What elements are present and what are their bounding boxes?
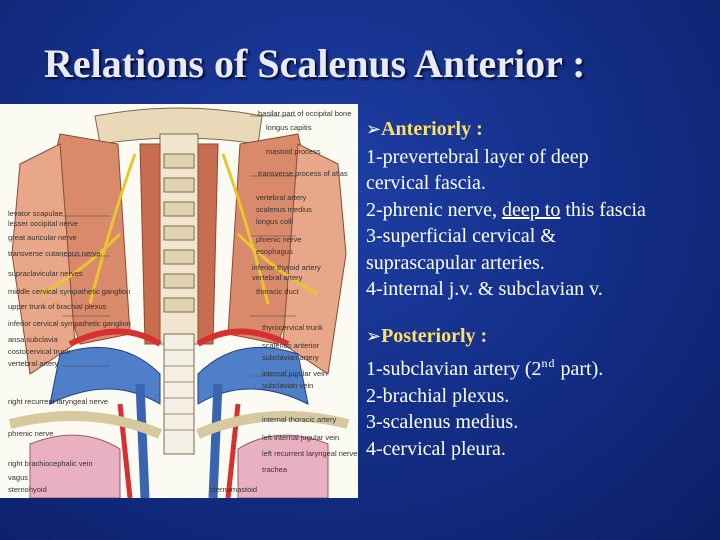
anteriorly-heading: ➢Anteriorly :	[366, 116, 716, 144]
figure-label: lesser occipital nerve	[8, 219, 78, 228]
figure-label: transverse cutaneous nerve	[8, 249, 101, 258]
figure-label: levator scapulae	[8, 209, 63, 218]
figure-label: subclavian vein	[262, 381, 313, 390]
anteriorly-line-1: 1-prevertebral layer of deep	[366, 145, 589, 168]
anteriorly-line-6: 4-internal j.v. & subclavian v.	[366, 278, 603, 300]
figure-label: vertebral artery	[8, 359, 59, 368]
figure-label: right recurrent laryngeal nerve	[8, 397, 108, 406]
figure-label: phrenic nerve	[8, 429, 53, 438]
figure-label: trachea	[262, 465, 288, 474]
posteriorly-line-4: 4-cervical pleura.	[366, 437, 506, 460]
figure-label: scalenus medius	[256, 205, 312, 214]
figure-label: vertebral artery	[256, 193, 307, 202]
figure-label: subclavian artery	[262, 353, 319, 362]
anteriorly-line-5: suprascapular arteries.	[366, 251, 545, 274]
posteriorly-line-3: 3-scalenus medius.	[366, 411, 519, 433]
figure-label: ansa subclavia	[8, 335, 58, 344]
figure-label: longus capitis	[266, 123, 312, 132]
figure-label: longus colli	[256, 217, 293, 226]
figure-label: internal thoracic artery	[262, 415, 336, 424]
figure-label: middle cervical sympathetic ganglion	[8, 287, 130, 296]
figure-label: scalenus anterior	[262, 341, 320, 350]
anatomy-drawing: levator scapulae lesser occipital nerve …	[8, 107, 357, 498]
figure-label: inferior cervical sympathetic ganglion	[8, 319, 131, 328]
anteriorly-line-2: cervical fascia.	[366, 172, 486, 194]
figure-label: vertebral artery	[252, 273, 303, 282]
figure-label: right brachiocephalic vein	[8, 459, 93, 468]
figure-label: inferior thyroid artery	[252, 263, 321, 272]
posteriorly-line-1: 1-subclavian artery (2nd part).	[366, 356, 604, 380]
figure-label: thyrocervical trunk	[262, 323, 323, 332]
anatomy-illustration: levator scapulae lesser occipital nerve …	[0, 104, 358, 498]
figure-label: great auricular nerve	[8, 233, 77, 242]
slide-title: Relations of Scalenus Anterior :	[44, 41, 586, 86]
figure-label: left recurrent laryngeal nerve	[262, 449, 357, 458]
figure-label: sternomastoid	[210, 485, 257, 494]
figure-label: left internal jugular vein	[262, 433, 339, 442]
figure-label: basilar part of occipital bone	[258, 109, 351, 118]
arrow-bullet-icon: ➢	[366, 325, 382, 347]
figure-label: vagus	[8, 473, 28, 482]
figure-label: upper trunk of brachial plexus	[8, 302, 107, 311]
figure-label: thoracic duct	[256, 287, 299, 296]
figure-label: transverse process of atlas	[258, 169, 348, 178]
anteriorly-line-3: 2-phrenic nerve, deep to this fascia	[366, 198, 646, 221]
arrow-bullet-icon: ➢	[366, 119, 382, 140]
figure-label: phrenic nerve	[256, 235, 301, 244]
figure-label: esophagus	[256, 247, 293, 256]
relations-text: ➢Anteriorly : 1-prevertebral layer of de…	[366, 116, 716, 462]
figure-label: sternohyoid	[8, 485, 47, 494]
figure-label: internal jugular vein	[262, 369, 327, 378]
posteriorly-line-2: 2-brachial plexus.	[366, 384, 510, 407]
figure-label: supraclavicular nerves	[8, 269, 83, 278]
anteriorly-line-4: 3-superficial cervical &	[366, 225, 556, 247]
figure-label: costocervical trunk	[8, 347, 70, 356]
posteriorly-heading: ➢Posteriorly :	[366, 323, 716, 351]
figure-label: mastoid process	[266, 147, 321, 156]
